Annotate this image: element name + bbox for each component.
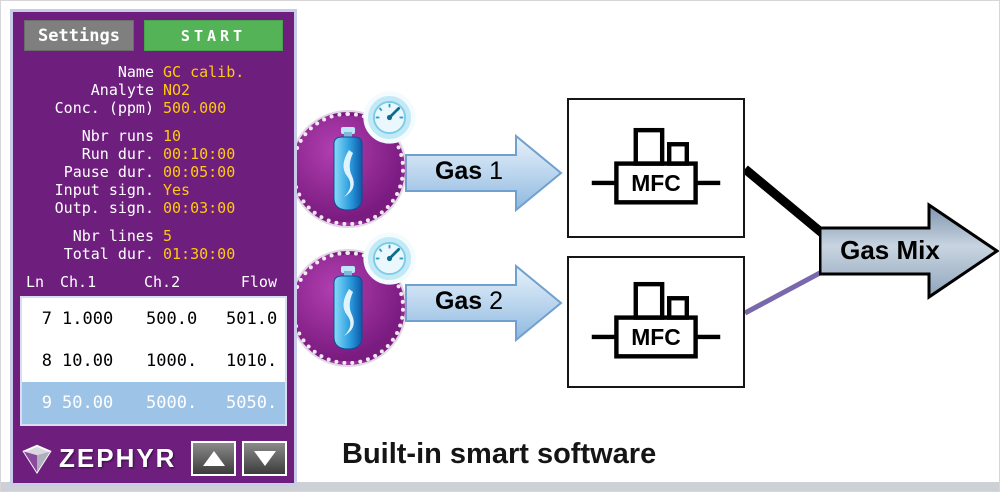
param-value: 00:10:00 bbox=[163, 145, 236, 163]
cell-flow: 1010. bbox=[226, 351, 278, 371]
gas-bottle-icon bbox=[333, 127, 363, 211]
param-row: Input sign. Yes bbox=[18, 181, 289, 199]
cell-ch1: 50.00 bbox=[62, 393, 114, 413]
mfc-label: MFC bbox=[631, 324, 681, 350]
sequence-table: 7 1.000 500.0 501.0 8 10.00 1000. 1010. … bbox=[20, 296, 287, 426]
cell-ln: 9 bbox=[41, 393, 52, 413]
param-label: Pause dur. bbox=[63, 163, 154, 181]
param-row: Nbr runs 10 bbox=[18, 127, 289, 145]
column-header-ln: Ln bbox=[26, 273, 45, 291]
pressure-gauge-icon bbox=[363, 91, 416, 144]
gas-mix-label: Gas Mix bbox=[840, 235, 940, 265]
zephyr-device-panel: Settings START Name GC calib. Analyte NO… bbox=[10, 9, 297, 486]
bottom-border-strip bbox=[1, 482, 999, 491]
table-row-selected[interactable]: 9 50.00 5000. 5050. bbox=[22, 382, 285, 424]
param-value: 00:05:00 bbox=[163, 163, 236, 181]
param-row: Name GC calib. bbox=[18, 63, 289, 81]
column-header-ch2: Ch.2 bbox=[144, 273, 181, 291]
pressure-gauge-icon bbox=[363, 232, 416, 285]
param-row: Analyte NO2 bbox=[18, 81, 289, 99]
param-label: Outp. sign. bbox=[54, 199, 154, 217]
cell-ln: 7 bbox=[41, 309, 52, 329]
param-label: Total dur. bbox=[63, 245, 154, 263]
zephyr-brand: ZEPHYR bbox=[20, 442, 185, 476]
param-value: NO2 bbox=[163, 81, 191, 99]
param-row: Nbr lines 5 bbox=[18, 227, 289, 245]
mfc-label: MFC bbox=[631, 170, 681, 196]
cell-ch1: 1.000 bbox=[62, 309, 114, 329]
scroll-up-button[interactable] bbox=[191, 441, 236, 476]
param-row: Total dur. 01:30:00 bbox=[18, 245, 289, 263]
param-value: 10 bbox=[163, 127, 182, 145]
gas2-flow-arrow bbox=[405, 263, 563, 343]
cell-ch2: 1000. bbox=[146, 351, 198, 371]
gas1-label: Gas 1 bbox=[434, 157, 504, 185]
cell-ln: 8 bbox=[41, 351, 52, 371]
start-button[interactable]: START bbox=[144, 20, 283, 51]
mfc-box: MFC bbox=[567, 98, 745, 238]
table-row[interactable]: 7 1.000 500.0 501.0 bbox=[22, 298, 285, 340]
param-value: 01:30:00 bbox=[163, 245, 236, 263]
gas-bottle-icon bbox=[333, 266, 363, 350]
param-row: Conc. (ppm) 500.000 bbox=[18, 99, 289, 117]
param-value: GC calib. bbox=[163, 63, 245, 81]
mfc-icon: MFC bbox=[591, 281, 721, 359]
mfc-icon: MFC bbox=[591, 127, 721, 205]
param-label: Nbr lines bbox=[72, 227, 154, 245]
cell-ch2: 5000. bbox=[146, 393, 198, 413]
zephyr-logo-icon bbox=[22, 444, 52, 474]
param-row: Run dur. 00:10:00 bbox=[18, 145, 289, 163]
up-arrow-icon bbox=[202, 451, 225, 466]
gas-mix-arrow bbox=[819, 202, 999, 300]
cell-ch2: 500.0 bbox=[146, 309, 198, 329]
mfc-box: MFC bbox=[567, 256, 745, 388]
gas2-label: Gas 2 bbox=[434, 287, 504, 315]
param-value: 00:03:00 bbox=[163, 199, 236, 217]
param-label: Name bbox=[117, 63, 154, 81]
cell-flow: 501.0 bbox=[226, 309, 278, 329]
cell-flow: 5050. bbox=[226, 393, 278, 413]
column-header-ch1: Ch.1 bbox=[60, 273, 97, 291]
table-header: Ln Ch.1 Ch.2 Flow bbox=[18, 273, 289, 291]
parameter-list: Name GC calib. Analyte NO2 Conc. (ppm) 5… bbox=[18, 63, 289, 263]
param-row: Pause dur. 00:05:00 bbox=[18, 163, 289, 181]
param-label: Input sign. bbox=[54, 181, 154, 199]
param-label: Conc. (ppm) bbox=[54, 99, 154, 117]
scroll-down-button[interactable] bbox=[242, 441, 287, 476]
param-label: Nbr runs bbox=[81, 127, 154, 145]
panel-button-row: Settings START bbox=[18, 18, 289, 53]
panel-footer: ZEPHYR bbox=[18, 438, 289, 477]
cell-ch1: 10.00 bbox=[62, 351, 114, 371]
brand-name: ZEPHYR bbox=[59, 443, 177, 473]
param-row: Outp. sign. 00:03:00 bbox=[18, 199, 289, 217]
table-row[interactable]: 8 10.00 1000. 1010. bbox=[22, 340, 285, 382]
param-value: 5 bbox=[163, 227, 173, 245]
param-value: Yes bbox=[163, 181, 191, 199]
settings-button[interactable]: Settings bbox=[24, 20, 134, 51]
caption-text: Built-in smart software bbox=[342, 438, 657, 470]
param-value: 500.000 bbox=[163, 99, 227, 117]
down-arrow-icon bbox=[253, 451, 276, 466]
param-label: Analyte bbox=[90, 81, 154, 99]
column-header-flow: Flow bbox=[240, 273, 277, 291]
param-label: Run dur. bbox=[81, 145, 154, 163]
gas1-flow-arrow bbox=[405, 133, 563, 213]
